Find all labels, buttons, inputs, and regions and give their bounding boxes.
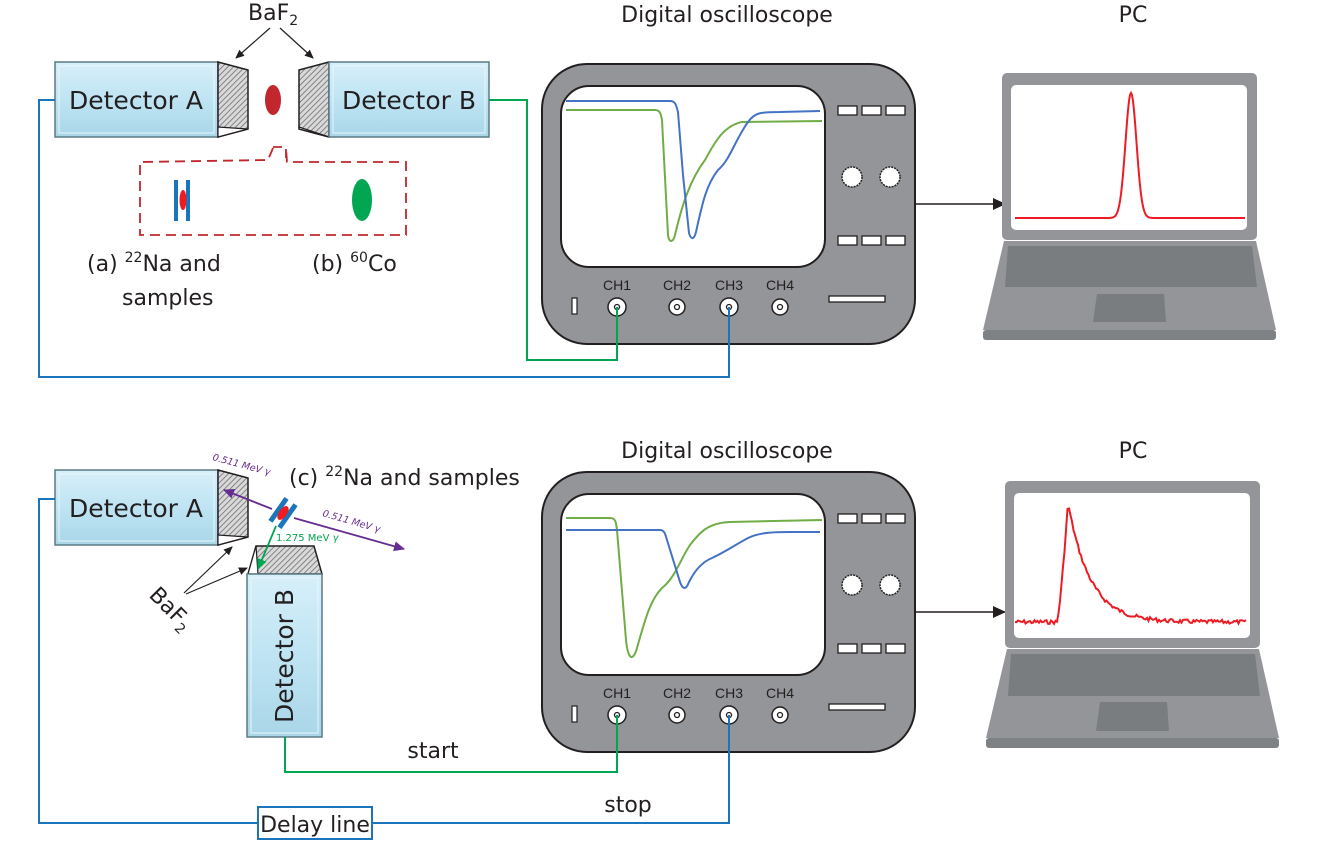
bottom-laptop-keyboard	[1008, 654, 1260, 696]
bottom-laptop-touchpad	[1096, 702, 1169, 731]
bottom-crystal-a	[217, 469, 249, 546]
bottom-panel: Detector A Detector B BaF2 0	[38, 439, 1279, 840]
bottom-wire-delay-to-ch3	[372, 715, 730, 824]
gamma-1275-label: 1.275 MeV γ	[276, 533, 340, 544]
bottom-source-sample	[268, 496, 298, 530]
bottom-oscilloscope: CH1 CH2 CH3 CH4	[541, 471, 916, 753]
top-trace-ch3	[566, 100, 821, 240]
bottom-scope-traces	[566, 517, 823, 658]
top-pc-spectrum-curve	[1015, 90, 1245, 219]
bottom-scope-knob-1	[841, 574, 863, 596]
top-scope-traces	[566, 100, 823, 242]
top-trace-ch1	[566, 109, 823, 242]
bottom-ch2-connector[interactable]	[668, 706, 686, 724]
top-scope-title: Digital oscilloscope	[621, 3, 833, 28]
top-laptop	[983, 73, 1276, 340]
inset-label-a: (a) 22Na and	[87, 250, 221, 277]
inset-na-source	[179, 190, 187, 210]
top-crystal-a	[217, 61, 249, 138]
bottom-baf2-arrow-a	[183, 546, 233, 594]
top-source-dot	[265, 85, 281, 115]
top-ch2-label: CH2	[663, 277, 691, 293]
top-ch4-connector[interactable]	[771, 298, 789, 316]
top-ch1-label: CH1	[603, 277, 631, 293]
bottom-wire-start	[284, 715, 618, 773]
bottom-pc-title: PC	[1119, 439, 1148, 464]
gamma-1275-arrow	[257, 525, 277, 570]
top-scope-slot	[828, 295, 886, 303]
top-pc-title: PC	[1119, 3, 1148, 28]
top-wire-detector-a-to-ch3	[38, 99, 730, 378]
top-detector-b: Detector B	[328, 61, 490, 138]
bottom-scope-slot	[828, 703, 886, 711]
inset-label-a-line2: samples	[122, 286, 213, 311]
bottom-detector-b-label: Detector B	[270, 589, 299, 723]
gamma-511-label-b: 0.511 MeV γ	[321, 508, 382, 535]
top-scope-knob-1	[841, 166, 863, 188]
bottom-source-label: (c) 22Na and samples	[289, 464, 520, 491]
bottom-baf2-label: BaF2	[142, 583, 197, 638]
bottom-scope-screen	[560, 493, 826, 676]
inset-sample-right	[186, 180, 190, 221]
bottom-baf2-arrow-b	[185, 567, 248, 595]
start-label: start	[407, 739, 459, 764]
bottom-scope-power-switch	[571, 705, 578, 723]
top-wire-detector-b-to-ch1	[489, 99, 618, 361]
top-detector-a: Detector A	[54, 61, 219, 138]
top-detector-a-label: Detector A	[69, 86, 203, 115]
bottom-detector-a-label: Detector A	[69, 494, 203, 523]
gamma-511-arrow-a	[223, 489, 273, 510]
top-source-inset	[139, 146, 407, 236]
bottom-trace-ch3	[566, 529, 820, 589]
bottom-detector-a: Detector A	[54, 469, 219, 546]
top-scope-knob-2	[879, 166, 901, 188]
bottom-scope-title: Digital oscilloscope	[621, 439, 833, 464]
top-laptop-screen	[1011, 85, 1247, 230]
bottom-ch4-connector[interactable]	[771, 706, 789, 724]
gamma-511-arrow-b	[293, 517, 405, 552]
top-ch4-label: CH4	[766, 277, 794, 293]
bottom-laptop	[986, 481, 1279, 748]
bottom-wire-detector-a-to-delay	[38, 498, 258, 824]
bottom-scope-knob-2	[879, 574, 901, 596]
inset-co-source	[352, 179, 372, 221]
stop-label: stop	[604, 793, 652, 818]
bottom-detector-b: Detector B	[246, 573, 323, 738]
top-laptop-keyboard	[1005, 246, 1257, 287]
bottom-crystal-b	[247, 545, 323, 575]
top-scope-buttons-upper	[837, 105, 906, 116]
top-crystal-b	[298, 61, 330, 138]
top-ch2-connector[interactable]	[668, 298, 686, 316]
inset-sample-left	[174, 180, 178, 221]
inset-label-b: (b) 60Co	[312, 250, 397, 277]
top-baf2-label: BaF2	[248, 1, 298, 29]
top-ch3-label: CH3	[715, 277, 743, 293]
top-detector-b-label: Detector B	[342, 86, 476, 115]
top-oscilloscope: CH1 CH2 CH3 CH4	[541, 63, 916, 345]
bottom-ch4-label: CH4	[766, 685, 794, 701]
bottom-ch3-label: CH3	[715, 685, 743, 701]
delay-line-label: Delay line	[260, 813, 370, 838]
top-panel: Detector A Detector B BaF2	[38, 1, 1276, 378]
bottom-scope-buttons-lower	[837, 643, 906, 654]
top-scope-power-switch	[571, 297, 578, 315]
bottom-scope-buttons-upper	[837, 513, 906, 524]
bottom-ch1-label: CH1	[603, 685, 631, 701]
top-baf2-arrow-a	[235, 27, 271, 59]
top-scope-buttons-lower	[837, 235, 906, 246]
delay-line-box: Delay line	[257, 806, 373, 840]
bottom-ch2-label: CH2	[663, 685, 691, 701]
bottom-trace-ch1	[566, 517, 823, 658]
top-laptop-touchpad	[1093, 294, 1166, 322]
bottom-pc-spectrum-curve	[1014, 507, 1247, 626]
top-baf2-arrow-b	[279, 27, 314, 59]
top-scope-screen	[560, 85, 826, 268]
